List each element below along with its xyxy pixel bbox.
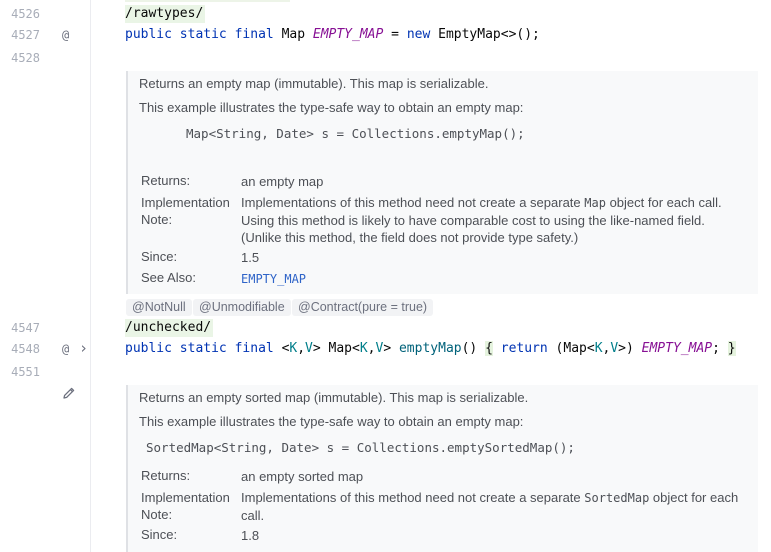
operator: = bbox=[391, 27, 399, 42]
impl-text: object for each call. Using this method … bbox=[241, 195, 722, 245]
inlay-annotation-contract[interactable]: @Contract(pure = true) bbox=[292, 299, 434, 316]
returns-value: an empty map bbox=[241, 174, 324, 189]
punct: > bbox=[312, 341, 321, 356]
line-number: 4547 bbox=[11, 321, 40, 335]
code-line-empty-map-field[interactable]: public static final Map EMPTY_MAP = new … bbox=[125, 26, 540, 44]
close-brace: } bbox=[727, 341, 736, 356]
punct: > bbox=[383, 341, 399, 356]
see-also-value: EMPTY_MAP bbox=[241, 270, 741, 288]
returns-label: Returns: bbox=[141, 468, 191, 483]
keyword: static bbox=[179, 27, 227, 42]
see-also-link[interactable]: EMPTY_MAP bbox=[241, 272, 307, 286]
punct: < bbox=[281, 341, 290, 356]
annotation-at-icon[interactable]: @ bbox=[62, 28, 70, 42]
keyword: final bbox=[234, 341, 274, 356]
keyword: static bbox=[179, 341, 227, 356]
keyword: public bbox=[125, 27, 172, 42]
since-label: Since: bbox=[141, 527, 178, 542]
impl-note-value: Implementations of this method need not … bbox=[241, 489, 741, 524]
type-name: Map bbox=[281, 27, 306, 42]
impl-text: Implementations of this method need not … bbox=[241, 490, 585, 505]
since-value: 1.8 bbox=[241, 528, 260, 543]
chevron-right-icon[interactable]: › bbox=[79, 339, 89, 357]
impl-code: Map bbox=[584, 196, 606, 210]
code-line-unchecked[interactable]: /unchecked/ bbox=[125, 319, 214, 337]
type-param: K bbox=[359, 341, 368, 356]
impl-text: Implementations of this method need not … bbox=[241, 195, 585, 210]
impl-text: object for each call. bbox=[241, 490, 739, 523]
doc-example-intro: This example illustrates the type-safe w… bbox=[139, 414, 524, 429]
punct: ; bbox=[712, 341, 720, 356]
doc-example-code: SortedMap<String, Date> s = Collections.… bbox=[146, 440, 575, 455]
see-also-label: See Also: bbox=[141, 270, 196, 285]
doc-summary: Returns an empty map (immutable). This m… bbox=[139, 76, 489, 91]
impl-label-line1: Implementation bbox=[141, 195, 230, 210]
edit-pencil-icon[interactable] bbox=[62, 386, 76, 400]
cast: (Map< bbox=[547, 341, 595, 356]
impl-note-value: Implementations of this method need not … bbox=[241, 194, 741, 246]
type-param: V bbox=[375, 341, 384, 356]
punct: , bbox=[602, 341, 611, 356]
cast: >) bbox=[618, 341, 642, 356]
punct: , bbox=[367, 341, 376, 356]
javadoc-block-empty-sorted-map: Returns an empty sorted map (immutable).… bbox=[126, 385, 758, 552]
since-label: Since: bbox=[141, 249, 178, 264]
doc-example-intro: This example illustrates the type-safe w… bbox=[139, 100, 524, 115]
open-brace: { bbox=[485, 341, 493, 356]
impl-label-line1: Implementation bbox=[141, 490, 230, 505]
keyword: new bbox=[406, 27, 431, 42]
editor-gutter bbox=[0, 0, 91, 552]
line-number: 4548 bbox=[11, 342, 40, 356]
line-number: 4527 bbox=[11, 28, 40, 42]
keyword: final bbox=[234, 27, 274, 42]
returns-label: Returns: bbox=[141, 173, 191, 188]
type-name: Map< bbox=[320, 341, 360, 356]
type-param: V bbox=[305, 341, 313, 356]
impl-code: SortedMap bbox=[584, 491, 650, 505]
doc-example-code: Map<String, Date> s = Collections.emptyM… bbox=[186, 126, 525, 141]
doc-summary: Returns an empty sorted map (immutable).… bbox=[139, 390, 529, 405]
impl-label-line2: Note: bbox=[141, 507, 173, 522]
returns-value: an empty sorted map bbox=[241, 469, 364, 484]
annotation-at-icon[interactable]: @ bbox=[62, 342, 70, 356]
top-highlight bbox=[125, 0, 290, 2]
type-param: V bbox=[610, 341, 619, 356]
line-number: 4526 bbox=[11, 7, 40, 21]
code-line-empty-map-method[interactable]: public static final <K,V> Map<K,V> empty… bbox=[125, 340, 736, 358]
constant-name: EMPTY_MAP bbox=[641, 341, 713, 356]
keyword: return bbox=[500, 341, 548, 356]
inlay-annotation-notnull[interactable]: @NotNull bbox=[126, 299, 192, 316]
code-line-rawtypes[interactable]: /rawtypes/ bbox=[125, 5, 206, 23]
keyword: public bbox=[125, 341, 172, 356]
type-param: K bbox=[289, 341, 298, 356]
since-value: 1.5 bbox=[241, 250, 260, 265]
method-name: emptyMap bbox=[398, 341, 462, 356]
punct: () bbox=[461, 341, 478, 356]
type-param: K bbox=[594, 341, 603, 356]
inlay-annotation-unmodifiable[interactable]: @Unmodifiable bbox=[193, 299, 291, 316]
javadoc-block-empty-map: Returns an empty map (immutable). This m… bbox=[126, 71, 758, 294]
punct: , bbox=[297, 341, 306, 356]
line-number: 4528 bbox=[11, 51, 40, 65]
impl-label-line2: Note: bbox=[141, 212, 173, 227]
constant-name: EMPTY_MAP bbox=[312, 27, 384, 42]
line-number: 4551 bbox=[11, 365, 40, 379]
constructor-call: EmptyMap<>(); bbox=[438, 27, 540, 42]
